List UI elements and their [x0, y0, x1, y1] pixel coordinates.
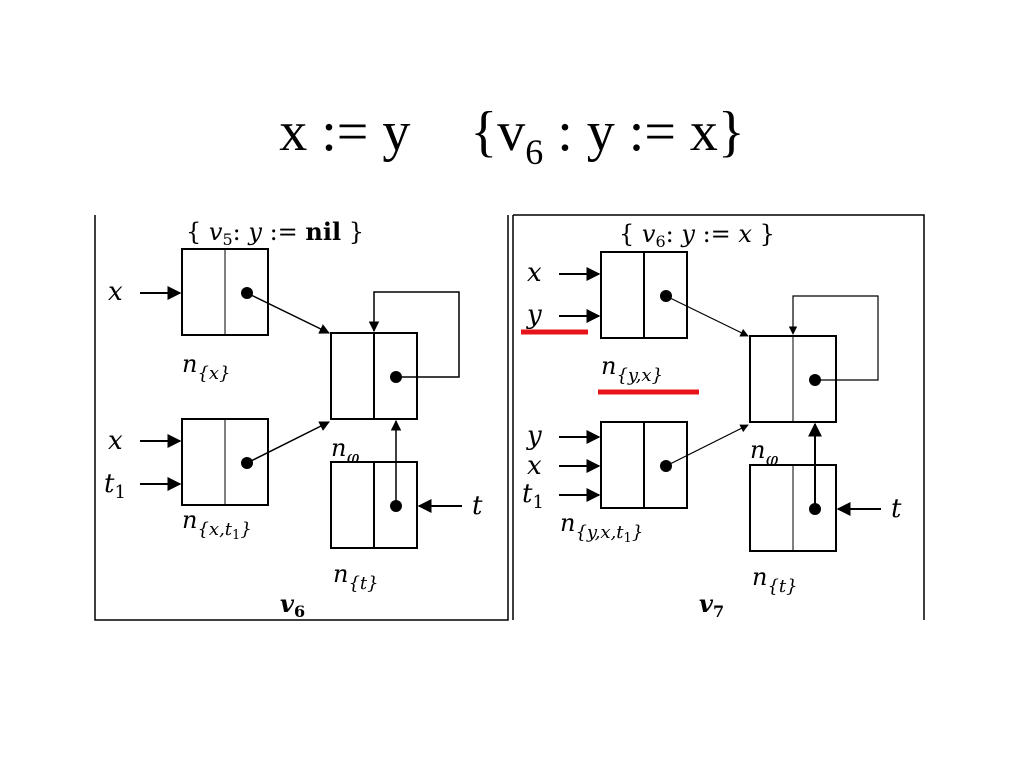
node-n-t — [749, 464, 837, 552]
var-pointers-v6 — [140, 286, 462, 513]
node-n-phi — [749, 335, 837, 423]
node-n-phi — [330, 332, 418, 420]
var-t1-label: t1 — [104, 469, 126, 503]
var-t1-label: t1 — [522, 479, 544, 513]
panel-v6-label: v6 — [280, 589, 305, 621]
node-n-y-x-t1 — [600, 421, 688, 509]
panel-v7-annotation: { v6: y := x } — [619, 220, 775, 251]
node-n-y-x — [600, 251, 688, 339]
node-n-x — [181, 248, 269, 336]
panel-v6: { v5: y := nil } n{x} n{x,t1} nφ — [94, 215, 509, 621]
title-annotation-subscript: 6 — [525, 132, 544, 172]
edge-nphi-self-loop — [368, 291, 460, 378]
panel-v6-frame — [94, 215, 509, 621]
edge-group-v6 — [246, 291, 460, 506]
node-n-x-t1-label: n{x,t1} — [182, 506, 252, 543]
edge-nx-to-nphi — [246, 292, 330, 334]
panel-v7-frame — [513, 214, 925, 620]
edge-group-v7 — [665, 295, 879, 509]
node-n-y-x-t1-label: n{y,x,t1} — [560, 509, 643, 546]
var-x-label: x — [527, 258, 542, 288]
var-y-label: y — [526, 421, 542, 451]
panel-v7: { v6: y := x } n{y,x} n{y,x,t1} nφ — [512, 214, 925, 621]
edge-nyx-to-nphi — [665, 295, 749, 337]
node-n-t — [330, 461, 418, 549]
panel-v6-annotation: { v5: y := nil } — [186, 217, 364, 249]
var-t-label: t — [891, 494, 902, 524]
node-n-x-label: n{x} — [182, 350, 231, 384]
var-x-label: x — [108, 277, 123, 307]
var-x-label: x — [108, 426, 123, 456]
var-x-label: x — [527, 451, 542, 481]
title-annotation-open: {v — [470, 101, 526, 163]
node-n-t-label: n{t} — [752, 563, 798, 597]
edge-nyxt1-to-nphi — [665, 424, 749, 467]
panel-v7-label: v7 — [699, 589, 724, 621]
title-statement: x := y — [279, 101, 411, 163]
node-n-y-x-label: n{y,x} — [601, 352, 663, 386]
slide-title: x := y {v6 : y := x} — [0, 100, 1024, 172]
var-pointers-v7 — [559, 267, 881, 516]
node-n-x-t1 — [181, 418, 269, 506]
edge-nxt1-to-nphi — [246, 421, 330, 464]
var-t-label: t — [472, 491, 483, 521]
title-annotation-rest: : y := x} — [543, 101, 745, 163]
var-y-label-highlighted: y — [526, 300, 542, 330]
node-n-t-label: n{t} — [333, 560, 379, 594]
edge-nphi-self-loop — [788, 295, 879, 381]
